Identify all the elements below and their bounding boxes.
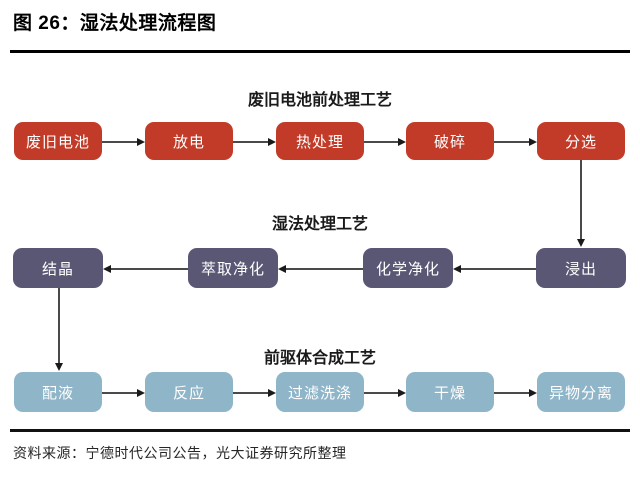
arrow-right-icon — [102, 138, 145, 145]
node-heat-treatment: 热处理 — [276, 122, 364, 160]
section-header-wet-processing: 湿法处理工艺 — [271, 216, 368, 233]
arrow-right-icon — [364, 138, 406, 145]
section-header-precursor-synthesis: 前驱体合成工艺 — [263, 350, 376, 367]
node-reaction: 反应 — [145, 372, 233, 412]
node-drying: 干燥 — [406, 372, 494, 412]
arrow-right-icon — [233, 138, 276, 145]
arrow-left-icon — [278, 265, 363, 272]
arrow-right-icon — [102, 389, 145, 396]
node-filter-washing: 过滤洗涤 — [276, 372, 364, 412]
arrow-right-icon — [494, 138, 537, 145]
node-chemical-purification: 化学净化 — [363, 248, 453, 288]
node-crystallization: 结晶 — [13, 248, 103, 288]
node-crushing: 破碎 — [406, 122, 494, 160]
bottom-divider-line — [10, 429, 630, 432]
node-waste-battery: 废旧电池 — [14, 122, 102, 160]
node-leaching: 浸出 — [536, 248, 626, 288]
node-extraction-purification: 萃取净化 — [188, 248, 278, 288]
arrow-right-icon — [364, 389, 406, 396]
node-sorting: 分选 — [537, 122, 625, 160]
section-header-pretreatment: 废旧电池前处理工艺 — [247, 92, 392, 109]
arrow-down-icon — [55, 288, 62, 371]
top-divider-line — [10, 50, 630, 53]
figure-title: 图 26：湿法处理流程图 — [13, 13, 217, 34]
arrow-down-icon — [577, 160, 584, 247]
node-solution-preparation: 配液 — [14, 372, 102, 412]
arrow-left-icon — [453, 265, 536, 272]
node-impurity-separation: 异物分离 — [537, 372, 625, 412]
node-discharge: 放电 — [145, 122, 233, 160]
source-note: 资料来源：宁德时代公司公告，光大证券研究所整理 — [13, 445, 347, 461]
arrow-right-icon — [233, 389, 276, 396]
arrow-right-icon — [494, 389, 537, 396]
arrow-left-icon — [103, 265, 188, 272]
